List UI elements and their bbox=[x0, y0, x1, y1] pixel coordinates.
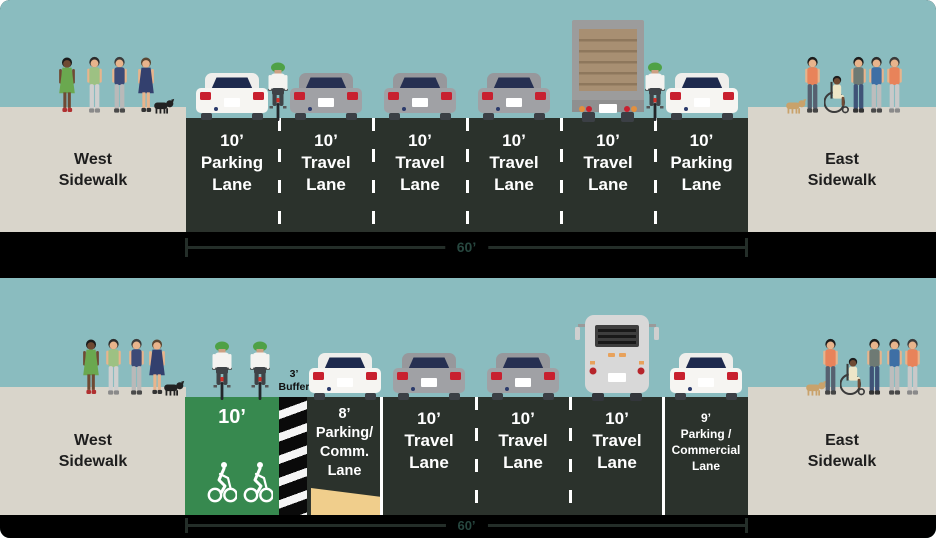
gray-car-icon bbox=[485, 351, 561, 401]
pedestrian-icon bbox=[126, 338, 147, 396]
white-car-icon bbox=[668, 351, 744, 401]
lane-label-bike: 10’ bbox=[218, 406, 246, 428]
lane-label-parking-commercial: 9’ Parking / Commercial Lane bbox=[671, 411, 741, 473]
pedestrian-icon bbox=[56, 56, 78, 114]
lane-label-parking-east: 10’ Parking Lane bbox=[670, 131, 733, 194]
lane-divider bbox=[654, 118, 657, 232]
white-car-icon bbox=[194, 71, 270, 121]
dog-icon bbox=[162, 380, 186, 396]
east-sidewalk-label-line2: Sidewalk bbox=[807, 171, 877, 189]
box-truck-icon bbox=[572, 20, 644, 122]
wheelchair-user-icon bbox=[824, 72, 850, 114]
pedestrian-icon bbox=[902, 338, 923, 396]
cyclist-icon bbox=[246, 341, 274, 401]
buffer-hatch bbox=[279, 397, 307, 515]
east-sidewalk: East Sidewalk bbox=[748, 107, 936, 232]
lane-divider bbox=[569, 397, 572, 515]
protected-bike-lane bbox=[185, 397, 279, 515]
west-sidewalk: West Sidewalk bbox=[0, 387, 186, 515]
gray-car-icon bbox=[476, 71, 552, 121]
pedestrian-icon bbox=[84, 56, 105, 114]
buffer-label: 3’ Buffer bbox=[278, 368, 310, 393]
pedestrian-icon bbox=[109, 56, 130, 114]
lane-divider bbox=[475, 397, 478, 515]
lane-divider bbox=[466, 118, 469, 232]
lane-label-travel-2: 10’ Travel Lane bbox=[498, 409, 548, 472]
pedestrian-icon bbox=[802, 56, 823, 114]
dimension-bar: 60’ bbox=[0, 515, 936, 538]
bike-lane-stencil-icon bbox=[207, 460, 237, 504]
east-sidewalk-label-line1: East bbox=[825, 150, 859, 168]
east-sidewalk-label: East Sidewalk bbox=[808, 149, 876, 191]
white-car-icon bbox=[307, 351, 383, 401]
west-sidewalk-label-line1: West bbox=[74, 150, 112, 168]
lane-label-travel-2: 10’ Travel Lane bbox=[395, 131, 445, 194]
dog-icon bbox=[152, 98, 176, 114]
lane-divider-solid bbox=[662, 397, 665, 515]
west-sidewalk-label: West Sidewalk bbox=[59, 430, 127, 472]
total-width-dimension: 60’ bbox=[185, 238, 748, 262]
lane-label-travel-4: 10’ Travel Lane bbox=[583, 131, 633, 194]
pedestrian-icon bbox=[103, 338, 124, 396]
lane-label-travel-3: 10’ Travel Lane bbox=[489, 131, 539, 194]
east-sidewalk-label-line1: East bbox=[825, 432, 859, 449]
west-sidewalk-label-line1: West bbox=[74, 432, 112, 449]
east-sidewalk-label-line2: Sidewalk bbox=[807, 453, 877, 470]
lane-label-parking-comm: 8’ Parking/ Comm. Lane bbox=[315, 406, 374, 479]
existing-street-section: West Sidewalk East Sidewalk 10’ Parking … bbox=[0, 0, 936, 278]
lane-divider bbox=[278, 118, 281, 232]
west-sidewalk-label-line2: Sidewalk bbox=[58, 171, 128, 189]
total-width-label: 60’ bbox=[445, 518, 488, 533]
gray-car-icon bbox=[288, 71, 364, 121]
dimension-bar: 60’ bbox=[0, 232, 936, 278]
lane-divider-solid bbox=[380, 397, 383, 515]
total-width-dimension: 60’ bbox=[185, 518, 748, 536]
pedestrian-icon bbox=[820, 338, 841, 396]
bus-icon bbox=[575, 315, 659, 401]
bike-lane-stencil-icon bbox=[243, 460, 273, 504]
west-sidewalk: West Sidewalk bbox=[0, 107, 186, 232]
west-sidewalk-label: West Sidewalk bbox=[59, 149, 127, 191]
proposed-street-section: West Sidewalk East Sidewalk 10’ 3’ Buffe… bbox=[0, 278, 936, 538]
gray-car-icon bbox=[391, 351, 467, 401]
pedestrian-icon bbox=[884, 56, 905, 114]
lane-divider bbox=[560, 118, 563, 232]
pedestrian-icon bbox=[80, 338, 102, 396]
cyclist-icon bbox=[208, 341, 236, 401]
white-car-icon bbox=[664, 71, 740, 121]
lane-label-travel-1: 10’ Travel Lane bbox=[301, 131, 351, 194]
east-sidewalk-label: East Sidewalk bbox=[808, 430, 876, 472]
wheelchair-user-icon bbox=[840, 354, 866, 396]
lane-label-travel-3: 10’ Travel Lane bbox=[592, 409, 642, 472]
lane-label-travel-1: 10’ Travel Lane bbox=[404, 409, 454, 472]
gray-car-icon bbox=[382, 71, 458, 121]
west-sidewalk-label-line2: Sidewalk bbox=[58, 453, 128, 470]
east-sidewalk: East Sidewalk bbox=[748, 387, 936, 515]
pedestrian-icon bbox=[864, 338, 885, 396]
lane-divider bbox=[372, 118, 375, 232]
lane-label-parking-west: 10’ Parking Lane bbox=[200, 131, 264, 194]
total-width-label: 60’ bbox=[444, 238, 489, 257]
